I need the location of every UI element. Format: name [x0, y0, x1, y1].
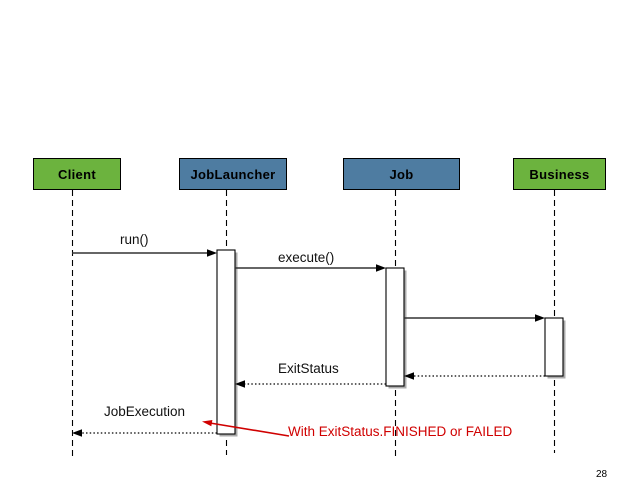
- actor-label-joblauncher: JobLauncher: [190, 166, 276, 182]
- message-label-run: run(): [120, 232, 149, 247]
- actor-label-job: Job: [389, 166, 414, 182]
- activation-joblauncher: [216, 249, 236, 435]
- actor-box-joblauncher: JobLauncher: [179, 158, 287, 190]
- annotation-text: With ExitStatus.FINISHED or FAILED: [288, 424, 513, 439]
- annotation-arrow-line: [209, 422, 290, 437]
- annotation-arrowhead-icon: [202, 420, 213, 427]
- message-label-jobexecution: JobExecution: [104, 404, 186, 419]
- message-label-execute: execute(): [278, 250, 335, 265]
- actor-box-job: Job: [343, 158, 460, 190]
- actor-box-business: Business: [513, 158, 606, 190]
- page-number: 28: [596, 469, 608, 480]
- actor-label-business: Business: [529, 166, 590, 182]
- activation-business: [544, 317, 564, 377]
- arrowhead-run-icon: [207, 249, 217, 257]
- arrowhead-business-to-job-icon: [404, 372, 414, 380]
- actor-box-client: Client: [33, 158, 121, 190]
- actor-label-client: Client: [58, 166, 96, 182]
- arrowhead-exitstatus-icon: [235, 380, 245, 388]
- arrowhead-jobexecution-icon: [72, 429, 82, 437]
- arrowhead-job-to-business-icon: [535, 314, 545, 322]
- arrowhead-execute-icon: [376, 264, 386, 272]
- message-label-exitstatus: ExitStatus: [278, 361, 339, 376]
- activation-job: [385, 267, 405, 387]
